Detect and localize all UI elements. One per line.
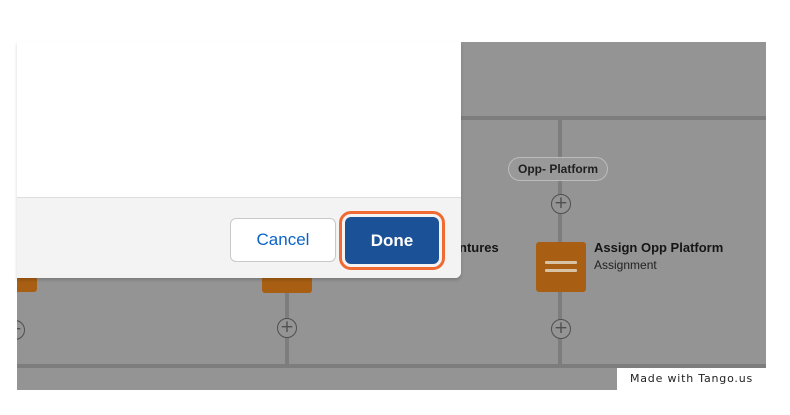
assign-node-title[interactable]: Assign Opp Platform: [594, 240, 724, 255]
assign-node-subtitle: Assignment: [594, 258, 657, 272]
done-button[interactable]: Done: [339, 211, 445, 270]
middle-node-partial-label: ntures: [459, 240, 499, 255]
horizontal-connector-bottom: [17, 364, 766, 368]
decision-outcome-label[interactable]: Opp- Platform: [508, 157, 608, 181]
assignment-node-icon[interactable]: [536, 242, 586, 292]
add-element-middle-plus-icon[interactable]: +: [277, 318, 297, 338]
cancel-button[interactable]: Cancel: [230, 218, 336, 262]
add-element-bottom-right-plus-icon[interactable]: +: [551, 319, 571, 339]
add-element-top-right-plus-icon[interactable]: +: [551, 194, 571, 214]
add-element-left-plus-icon[interactable]: +: [17, 320, 25, 340]
tango-watermark: Made with Tango.us: [617, 368, 766, 390]
